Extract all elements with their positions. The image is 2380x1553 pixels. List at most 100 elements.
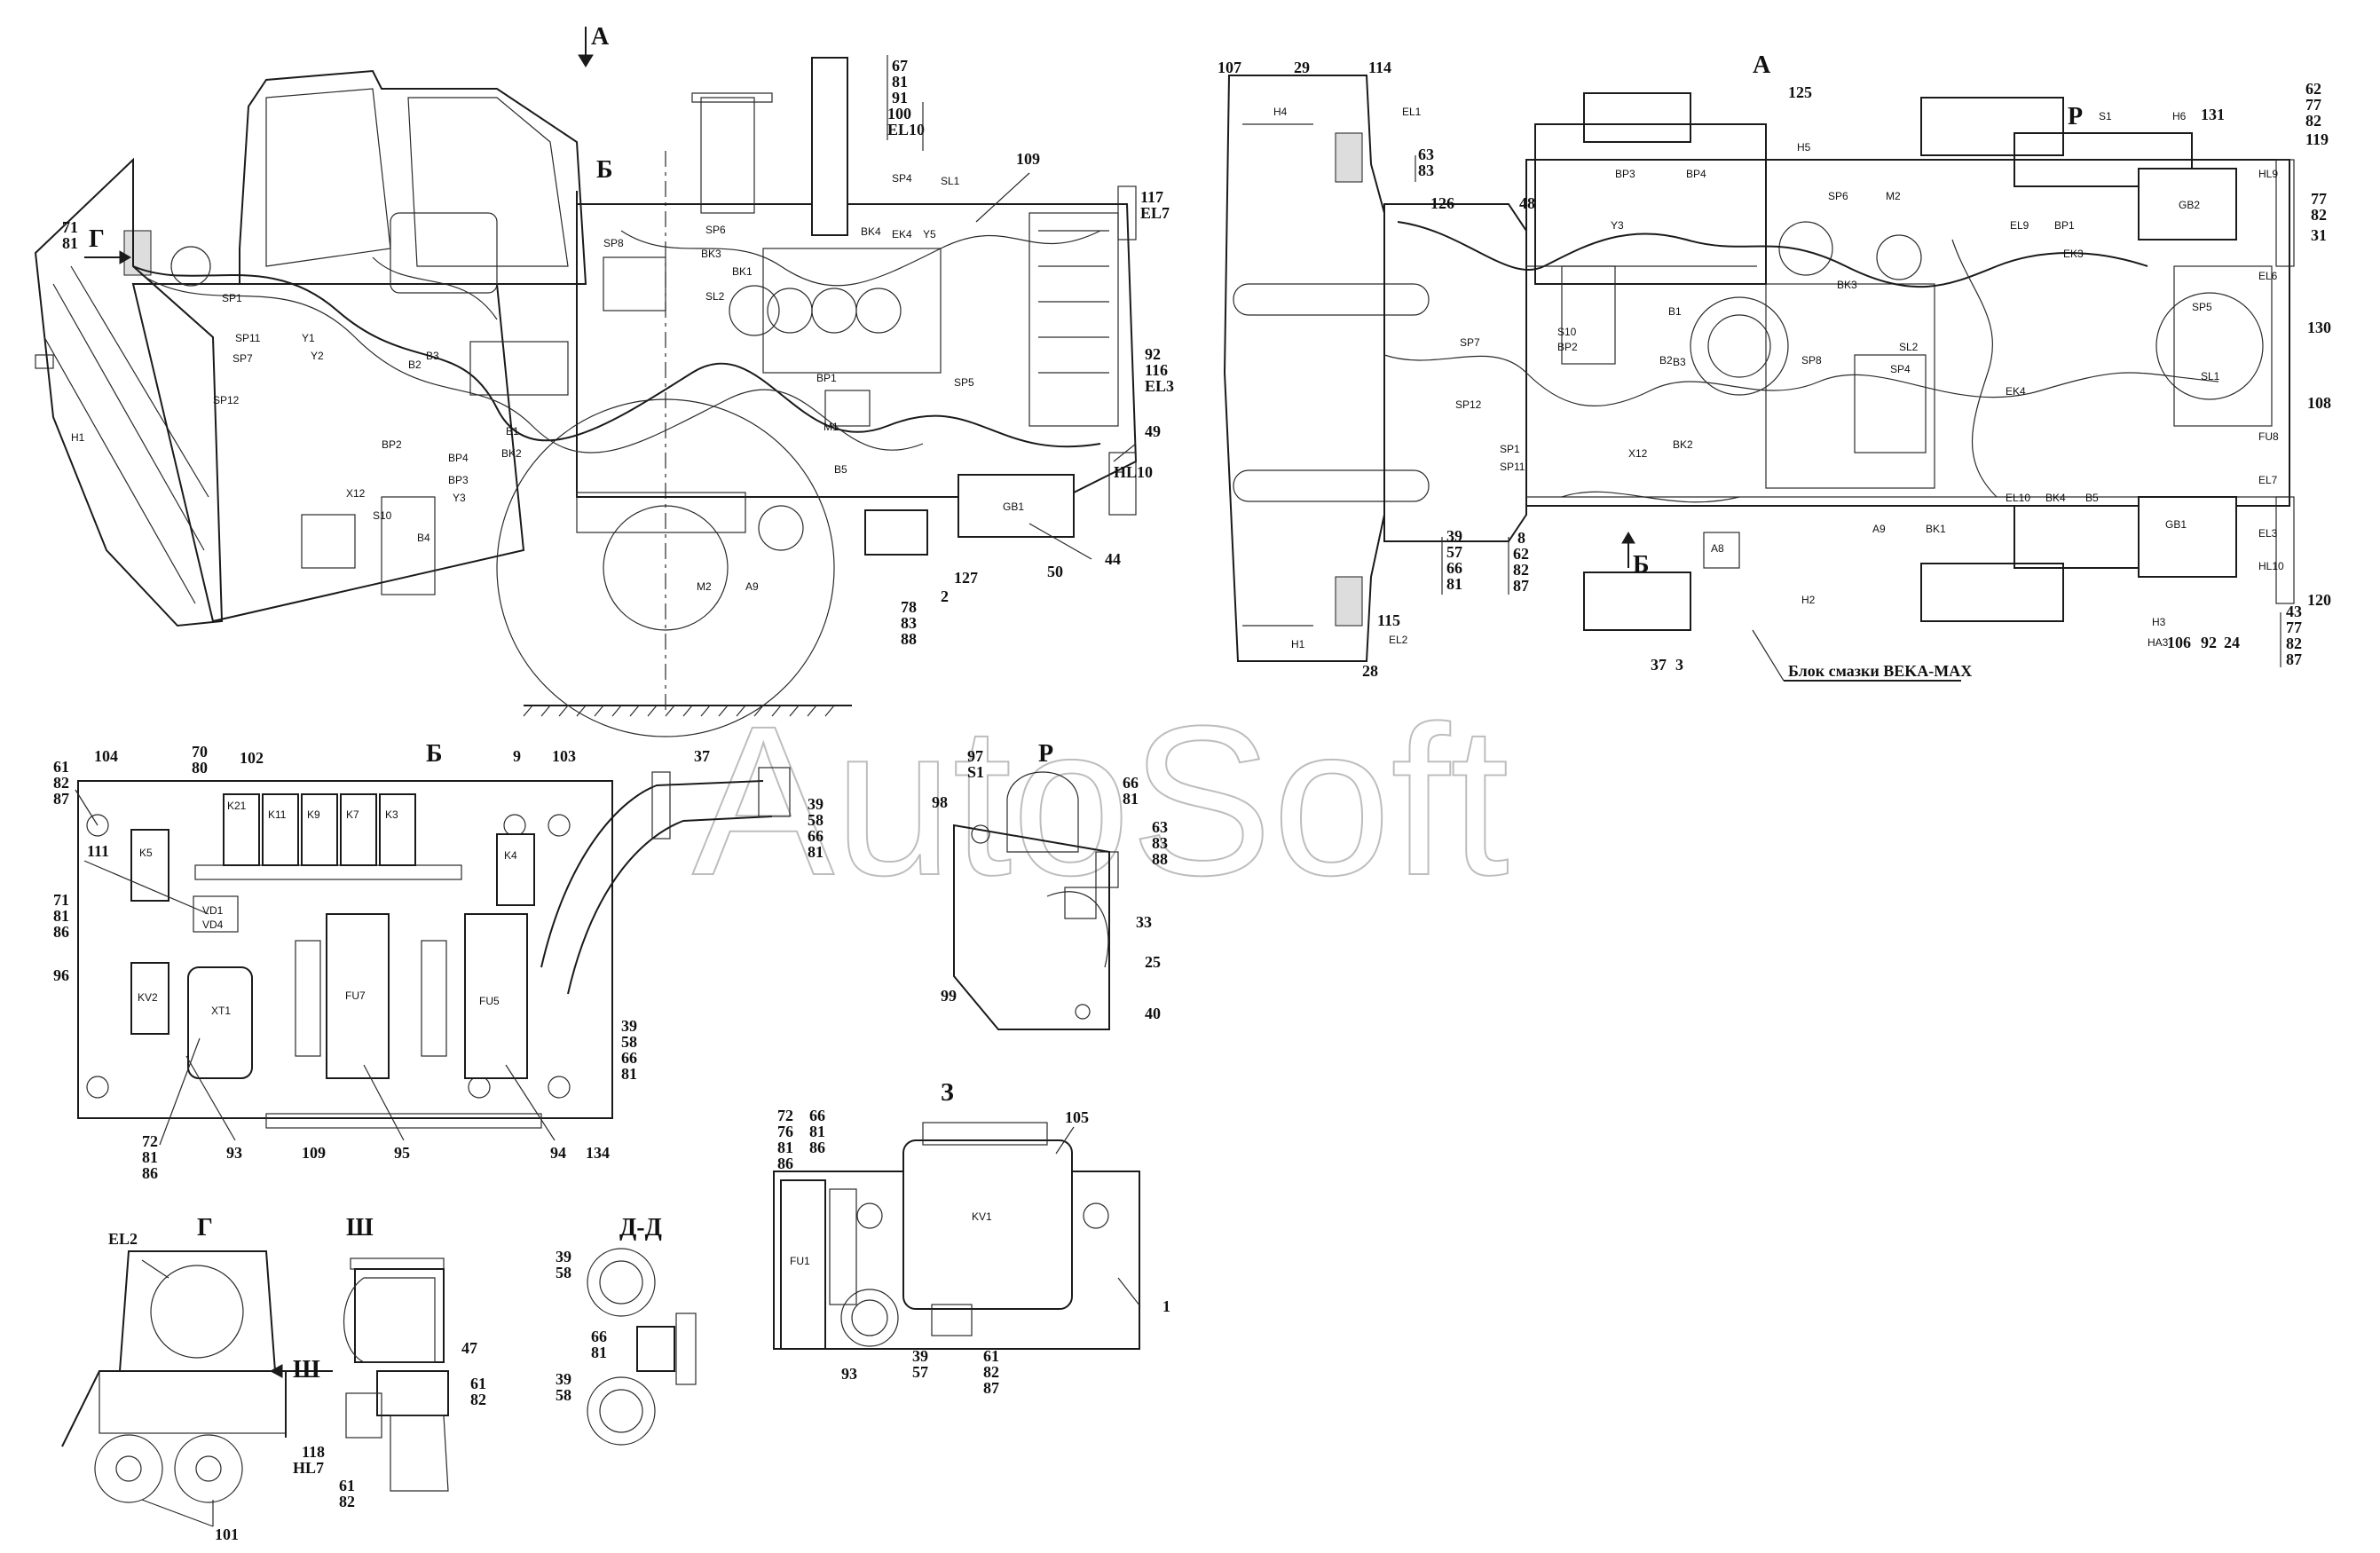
svg-text:SP1: SP1 (222, 292, 242, 304)
svg-text:82: 82 (983, 1363, 999, 1381)
svg-text:88: 88 (1152, 850, 1168, 868)
svg-text:EL6: EL6 (2258, 270, 2278, 282)
svg-text:39: 39 (556, 1370, 571, 1388)
svg-text:FU1: FU1 (790, 1255, 810, 1267)
svg-text:SP11: SP11 (235, 332, 261, 344)
svg-text:M1: M1 (824, 421, 839, 433)
svg-text:37: 37 (694, 747, 710, 765)
svg-text:B3: B3 (1673, 356, 1686, 368)
svg-text:EL3: EL3 (1145, 377, 1174, 395)
svg-text:Y3: Y3 (453, 492, 466, 504)
svg-text:107: 107 (1218, 59, 1241, 76)
svg-text:66: 66 (809, 1107, 825, 1124)
svg-text:81: 81 (892, 73, 908, 91)
svg-text:58: 58 (556, 1264, 571, 1281)
svg-text:39: 39 (1446, 527, 1462, 545)
svg-text:31: 31 (2311, 226, 2327, 244)
svg-text:93: 93 (226, 1144, 242, 1162)
svg-text:VD4: VD4 (202, 918, 224, 931)
svg-text:66: 66 (1123, 774, 1139, 792)
svg-text:Р: Р (2068, 103, 2083, 130)
svg-text:SL2: SL2 (705, 290, 725, 303)
svg-text:H1: H1 (1291, 638, 1305, 650)
svg-text:2: 2 (941, 587, 949, 605)
svg-text:SL1: SL1 (941, 175, 960, 187)
svg-text:BK1: BK1 (1926, 523, 1946, 535)
svg-text:111: 111 (87, 842, 109, 860)
svg-text:130: 130 (2307, 319, 2331, 336)
svg-text:EL7: EL7 (2258, 474, 2278, 486)
svg-text:B1: B1 (1668, 305, 1682, 318)
svg-text:B4: B4 (417, 532, 430, 544)
svg-text:80: 80 (192, 759, 208, 776)
svg-text:109: 109 (302, 1144, 326, 1162)
svg-text:88: 88 (901, 630, 917, 648)
svg-text:B1: B1 (506, 425, 519, 438)
svg-text:GB2: GB2 (2179, 199, 2200, 211)
svg-text:43: 43 (2286, 603, 2302, 620)
svg-text:EL2: EL2 (1389, 634, 1408, 646)
svg-text:EL3: EL3 (2258, 527, 2278, 540)
svg-text:82: 82 (2286, 635, 2302, 652)
svg-text:39: 39 (621, 1017, 637, 1035)
svg-text:SP4: SP4 (1890, 363, 1911, 375)
svg-text:K5: K5 (139, 847, 153, 859)
detail-R-callouts: 97 S1 98 66 81 63 83 88 33 25 99 40 (932, 747, 1168, 1022)
svg-text:9: 9 (513, 747, 521, 765)
svg-text:EL7: EL7 (1140, 204, 1170, 222)
svg-text:X12: X12 (1628, 447, 1648, 460)
svg-text:BP1: BP1 (816, 372, 837, 384)
svg-text:HL10: HL10 (1114, 463, 1153, 481)
svg-text:SP6: SP6 (1828, 190, 1848, 202)
svg-text:BP4: BP4 (448, 452, 469, 464)
svg-text:131: 131 (2201, 106, 2225, 123)
svg-text:47: 47 (461, 1339, 477, 1357)
svg-text:87: 87 (2286, 650, 2302, 668)
svg-text:61: 61 (470, 1375, 486, 1392)
svg-text:HL7: HL7 (293, 1459, 324, 1477)
svg-text:66: 66 (1446, 559, 1462, 577)
svg-text:BP2: BP2 (1557, 341, 1578, 353)
svg-text:B2: B2 (408, 359, 422, 371)
svg-text:H6: H6 (2172, 110, 2187, 122)
svg-text:81: 81 (591, 1344, 607, 1361)
svg-text:86: 86 (777, 1155, 793, 1172)
svg-text:92: 92 (1145, 345, 1161, 363)
svg-text:SP8: SP8 (1801, 354, 1822, 367)
svg-text:H2: H2 (1801, 594, 1816, 606)
top-view: GB2 GB1 А Р Б Блок смазки BEKA-MAX A8 H4… (1223, 51, 2295, 682)
svg-text:87: 87 (1513, 577, 1529, 595)
svg-text:81: 81 (809, 1123, 825, 1140)
detail-B-callouts: 61 82 87 104 70 80 102 9 103 111 71 81 8… (53, 743, 824, 1182)
svg-text:72: 72 (777, 1107, 793, 1124)
detail-G: Г (61, 1214, 333, 1503)
svg-text:Б: Б (426, 740, 443, 768)
svg-text:K21: K21 (227, 800, 247, 812)
svg-text:61: 61 (53, 758, 69, 776)
svg-text:H5: H5 (1797, 141, 1811, 154)
svg-text:8: 8 (1517, 529, 1525, 547)
svg-text:H4: H4 (1273, 106, 1288, 118)
svg-text:66: 66 (591, 1328, 607, 1345)
svg-text:61: 61 (983, 1347, 999, 1365)
svg-text:103: 103 (552, 747, 576, 765)
svg-text:83: 83 (1418, 162, 1434, 179)
svg-text:BK4: BK4 (861, 225, 881, 238)
svg-text:81: 81 (621, 1065, 637, 1083)
detail-Sh: Ш Ш (293, 1214, 449, 1492)
svg-text:FU8: FU8 (2258, 430, 2279, 443)
svg-text:SP12: SP12 (213, 394, 240, 406)
svg-text:82: 82 (2305, 112, 2321, 130)
svg-text:44: 44 (1105, 550, 1121, 568)
svg-text:FU7: FU7 (345, 989, 366, 1002)
svg-text:125: 125 (1788, 83, 1812, 101)
svg-text:S10: S10 (1557, 326, 1577, 338)
svg-text:57: 57 (912, 1363, 928, 1381)
svg-text:37: 37 (1651, 656, 1667, 674)
detail-DD-callouts: 39 58 66 81 39 58 (556, 1248, 607, 1404)
lube-block-caption: Блок смазки BEKA-MAX (1788, 662, 1972, 680)
svg-text:87: 87 (983, 1379, 999, 1397)
detail-Z-callouts: 105 72 76 81 86 66 81 86 1 93 39 57 61 8… (777, 1107, 1170, 1397)
svg-text:SP8: SP8 (603, 237, 624, 249)
svg-text:99: 99 (941, 987, 957, 1005)
